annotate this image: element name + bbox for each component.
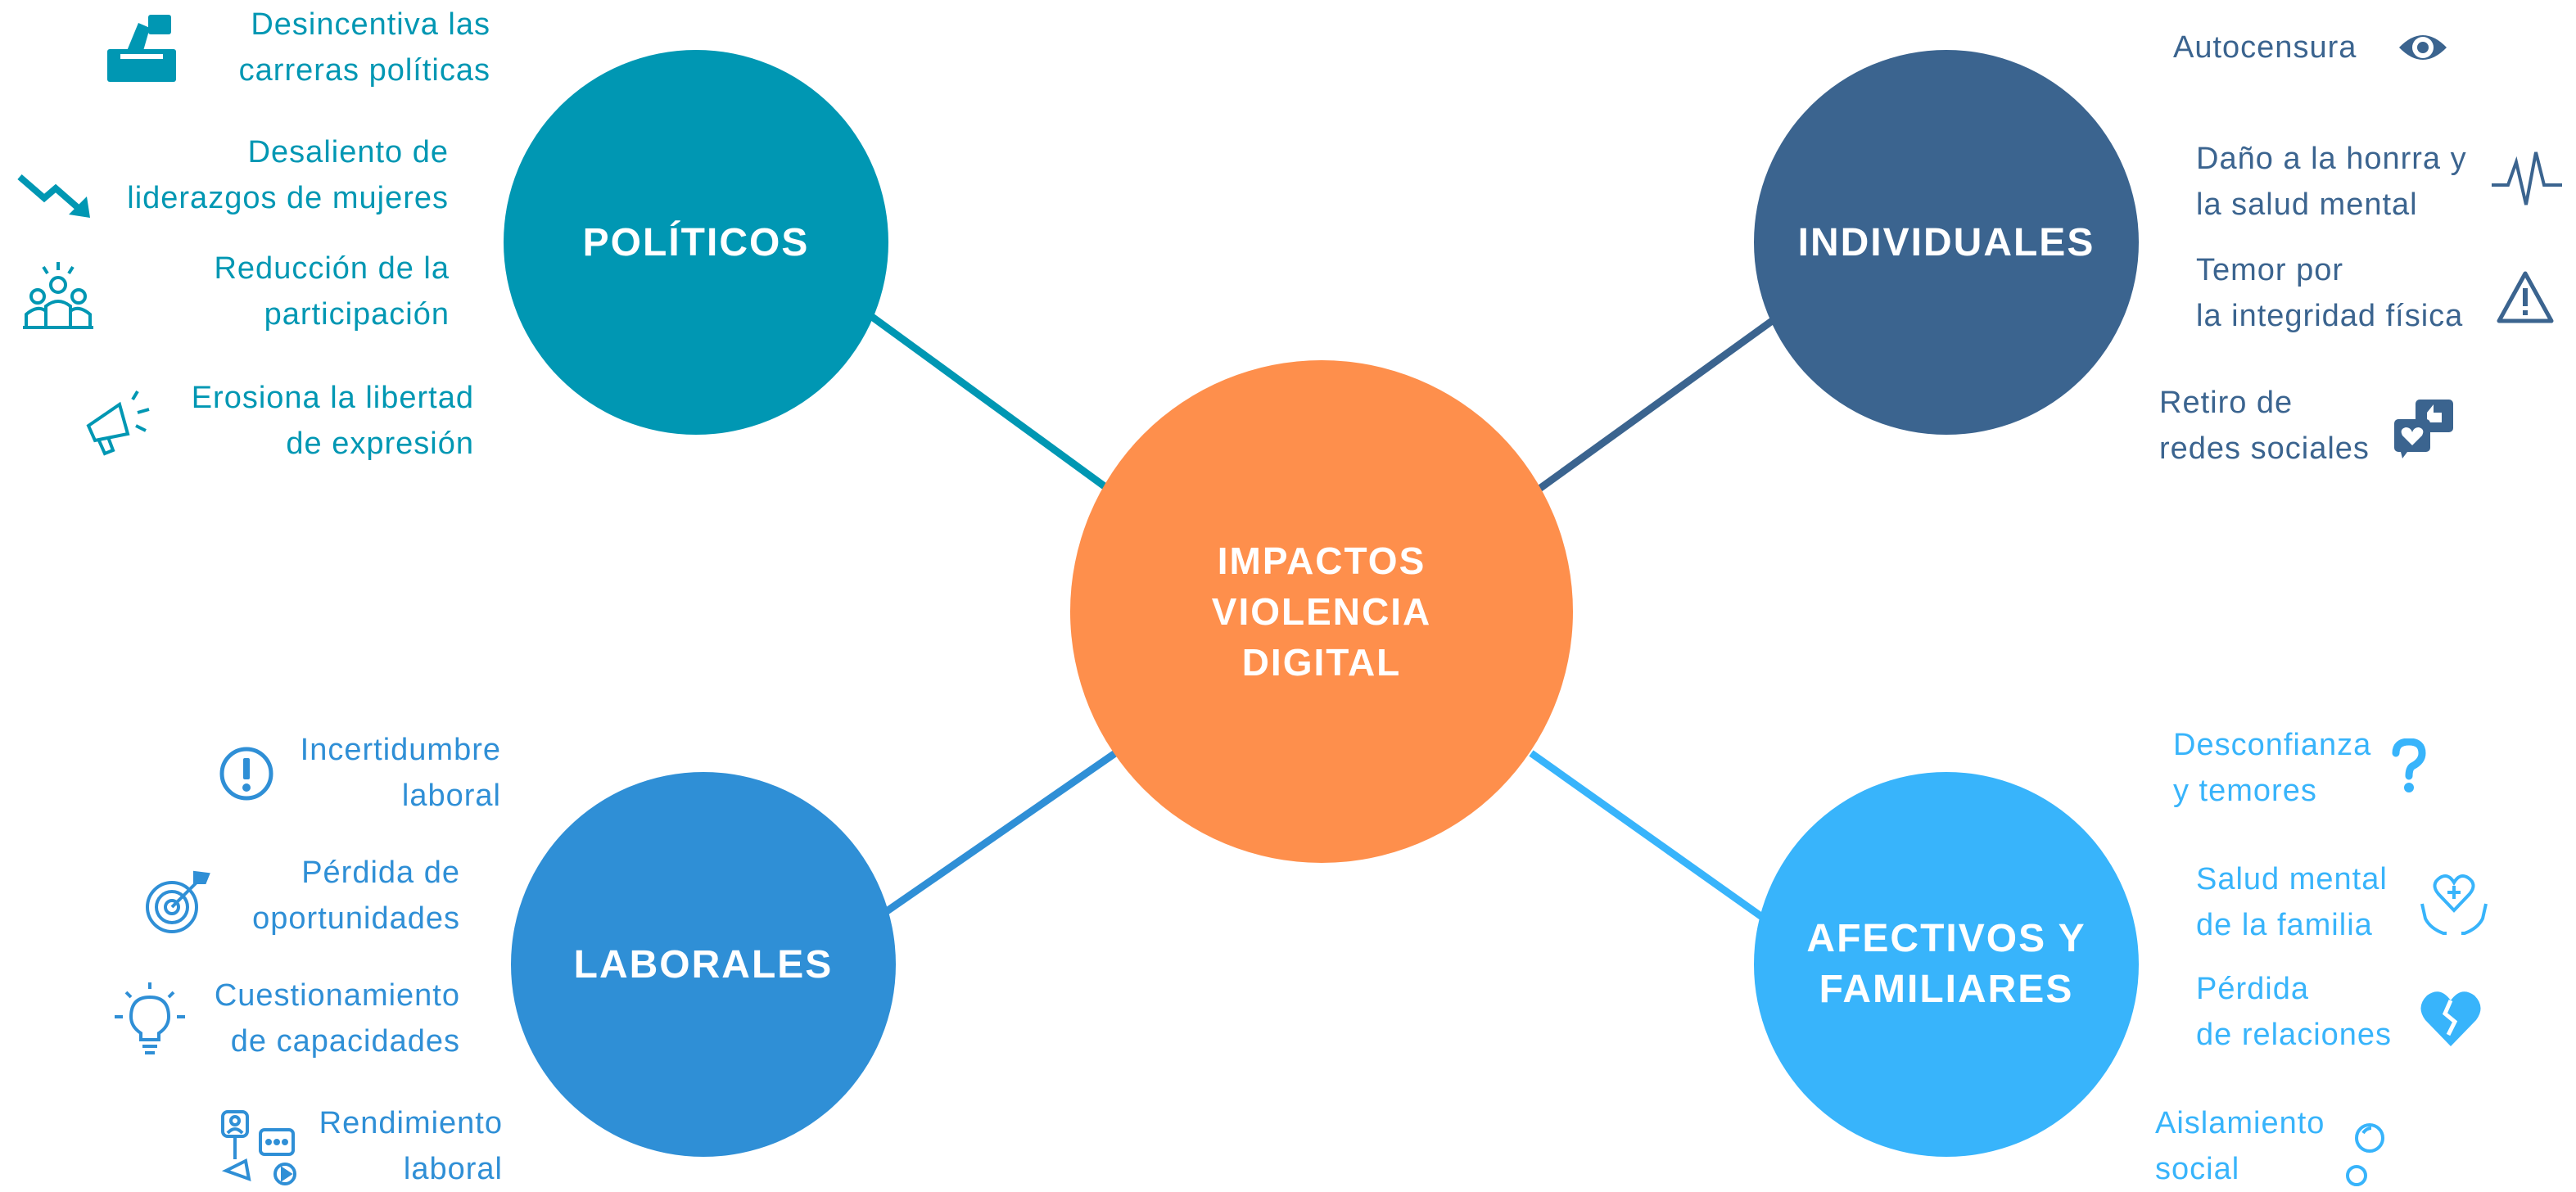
laborales-circle: LABORALES <box>511 772 896 1157</box>
afectivos-item-3: Pérdida de relaciones <box>2196 972 2393 1052</box>
afectivos-item-4: Aislamiento social <box>2155 1106 2325 1186</box>
afectivos-item-2: Salud mental de la familia <box>2196 862 2388 942</box>
politicos-label: POLÍTICOS <box>582 220 810 264</box>
individuales-item-1: Autocensura <box>2173 30 2357 65</box>
afectivos-label: AFECTIVOS Y FAMILIARES <box>1806 917 2086 1011</box>
laborales-item-1: Incertidumbre laboral <box>300 733 501 813</box>
laborales-label: LABORALES <box>573 942 834 987</box>
eye-icon <box>2397 25 2448 70</box>
individuales-item-4: Retiro de redes sociales <box>2159 386 2370 466</box>
bubbles-icon <box>2343 1122 2389 1189</box>
social-reactions-icon <box>2391 398 2456 458</box>
politicos-item-2: Desaliento de liderazgos de mujeres <box>127 135 449 215</box>
connector-laborales <box>874 750 1118 922</box>
trend-down-icon <box>16 169 95 221</box>
individuales-item-3: Temor por la integridad física <box>2196 253 2464 333</box>
individuales-label: INDIVIDUALES <box>1797 220 2095 264</box>
politicos-circle: POLÍTICOS <box>504 50 888 435</box>
target-icon <box>142 868 211 937</box>
heart-hands-icon <box>2419 868 2489 938</box>
workflow-icon <box>219 1108 301 1187</box>
laborales-item-2: Pérdida de oportunidades <box>252 856 460 936</box>
individuales-circle: INDIVIDUALES <box>1754 50 2139 435</box>
question-mark-icon <box>2389 738 2427 796</box>
heartbeat-icon <box>2490 147 2564 213</box>
lightbulb-icon <box>113 981 187 1056</box>
afectivos-circle: AFECTIVOS Y FAMILIARES <box>1754 772 2139 1157</box>
politicos-item-3: Reducción de la participación <box>214 251 450 332</box>
exclamation-circle-icon <box>218 745 275 802</box>
warning-icon <box>2496 270 2555 324</box>
politicos-item-1: Desincentiva las carreras políticas <box>238 7 490 88</box>
connector-politicos <box>870 314 1110 492</box>
connector-individuales <box>1537 314 1780 492</box>
center-label: IMPACTOS VIOLENCIA DIGITAL <box>1211 540 1432 684</box>
individuales-item-2: Daño a la honrra y la salud mental <box>2196 142 2467 222</box>
ballot-box-icon <box>102 11 181 84</box>
people-group-icon <box>21 260 95 331</box>
megaphone-icon <box>82 388 152 457</box>
broken-heart-icon <box>2419 989 2483 1048</box>
afectivos-item-1: Desconfianza y temores <box>2173 728 2372 808</box>
laborales-item-3: Cuestionamiento de capacidades <box>214 978 460 1059</box>
laborales-item-4: Rendimiento laboral <box>319 1106 503 1186</box>
politicos-item-4: Erosiona la libertad de expresión <box>191 381 474 461</box>
center-circle: IMPACTOS VIOLENCIA DIGITAL <box>1070 360 1573 863</box>
connector-afectivos <box>1529 750 1776 928</box>
